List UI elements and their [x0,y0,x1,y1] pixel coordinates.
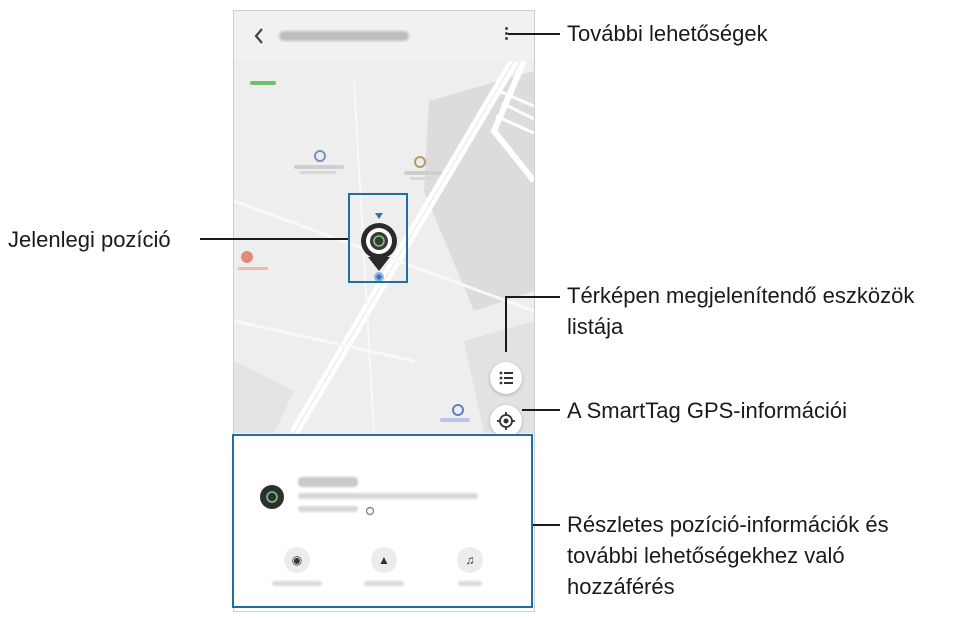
ring-icon[interactable]: ◉ [284,547,310,573]
list-icon [499,371,513,385]
callout-details-line3: hozzáférés [567,574,675,599]
app-title-blurred [279,31,409,41]
callout-current-position: Jelenlegi pozíció [8,227,171,252]
sound-label-blurred [458,581,482,586]
gps-info-button[interactable] [490,405,522,437]
current-position-frame [348,193,408,283]
navigate-icon[interactable]: ▲ [371,547,397,573]
device-list-button[interactable] [490,362,522,394]
smarttag-icon [260,485,284,509]
map-view[interactable] [234,58,534,437]
phone-screen: ◉ ▲ ♫ [233,10,535,612]
more-vertical-icon[interactable] [500,25,512,47]
device-name-blurred [298,477,358,487]
device-time-blurred [298,506,358,512]
device-list-line-v [505,296,507,352]
more-options-line [508,33,560,35]
callout-device-list-line1: Térképen megjelenítendő eszközök [567,283,915,308]
device-list-line-h [505,296,560,298]
locate-icon [497,412,515,430]
device-address-blurred [298,493,478,499]
chevron-left-icon[interactable] [252,25,270,47]
details-line [533,524,560,526]
gps-info-line [522,409,560,411]
callout-details-line1: Részletes pozíció-információk és [567,512,889,537]
callout-details-line2: további lehetőségekhez való [567,543,845,568]
details-panel-frame [232,434,533,608]
device-detail-panel[interactable]: ◉ ▲ ♫ [234,435,534,611]
callout-device-list-line2: listája [567,314,624,339]
map-graphics [234,58,534,436]
ring-label-blurred [272,581,322,586]
app-header [234,11,534,61]
callout-gps-info: A SmartTag GPS-információi [567,398,847,423]
sound-icon[interactable]: ♫ [457,547,483,573]
navigate-label-blurred [364,581,404,586]
current-position-line [200,238,348,240]
refresh-icon[interactable] [365,503,375,516]
callout-more-options: További lehetőségek [567,21,768,46]
